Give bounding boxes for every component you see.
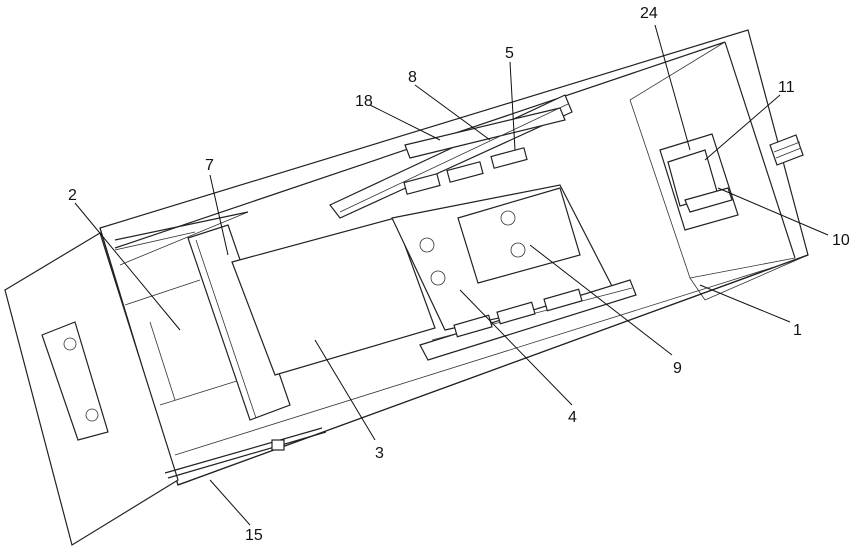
label-10: 10 [832,232,850,249]
label-2: 2 [68,187,77,204]
upper-rack [329,94,573,219]
label-7: 7 [205,157,214,174]
lower-rack [419,279,637,361]
label-9: 9 [673,360,682,377]
end-plate [4,232,179,546]
label-24: 24 [640,5,658,22]
inner-compartment [114,211,249,406]
label-4: 4 [568,409,577,426]
knob [769,134,804,166]
side-rail-15 [114,211,327,479]
plate-7 [187,224,291,421]
label-1: 1 [793,322,802,339]
label-11: 11 [778,79,795,96]
plate-9 [457,187,581,284]
label-18: 18 [355,93,373,110]
module-11 [659,133,739,231]
label-3: 3 [375,445,384,462]
callout-labels: 24 5 8 18 11 7 2 10 1 9 4 3 15 [68,5,850,544]
label-15: 15 [245,527,263,544]
block-3 [231,217,436,376]
label-5: 5 [505,45,514,62]
leader-lines [74,24,829,526]
label-8: 8 [408,69,417,86]
